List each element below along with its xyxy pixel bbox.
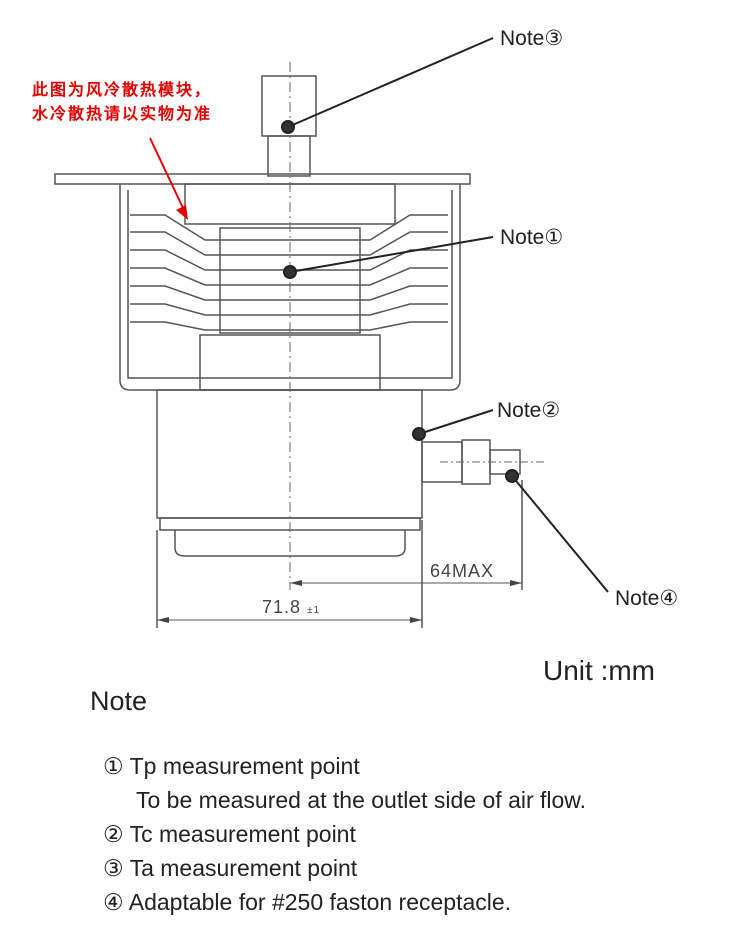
note-item-4: ④ Adaptable for #250 faston receptacle. xyxy=(103,889,512,915)
note1-label: Note① xyxy=(500,226,564,249)
antenna-stem xyxy=(267,135,311,177)
note-item-1: ① Tp measurement point xyxy=(103,753,360,779)
red-arrow-icon xyxy=(176,205,188,220)
note2-label: Note② xyxy=(497,399,561,422)
dimension-value: 71.8 xyxy=(262,597,302,617)
notes-heading: Note xyxy=(90,686,148,716)
note-item-2: ② Tc measurement point xyxy=(103,821,356,847)
note3-label: Note③ xyxy=(500,27,564,50)
note2-point xyxy=(412,427,426,441)
note-item-1-detail: To be measured at the outlet side of air… xyxy=(136,787,587,813)
note-item-3: ③ Ta measurement point xyxy=(103,855,358,881)
note4-point xyxy=(505,469,519,483)
annotation-line-2: 水冷散热请以实物为准 xyxy=(32,104,213,123)
dimension-64max: 64MAX xyxy=(430,561,495,581)
dimension-tolerance: ±1 xyxy=(307,605,321,616)
flange xyxy=(54,173,471,185)
note3-point xyxy=(281,120,295,134)
annotation-line-1: 此图为风冷散热模块， xyxy=(32,80,213,99)
note1-point xyxy=(283,265,297,279)
unit-label: Unit :mm xyxy=(543,655,655,686)
note4-label: Note④ xyxy=(615,587,679,610)
dimension-71-8: 71.8 ±1 xyxy=(262,597,320,618)
